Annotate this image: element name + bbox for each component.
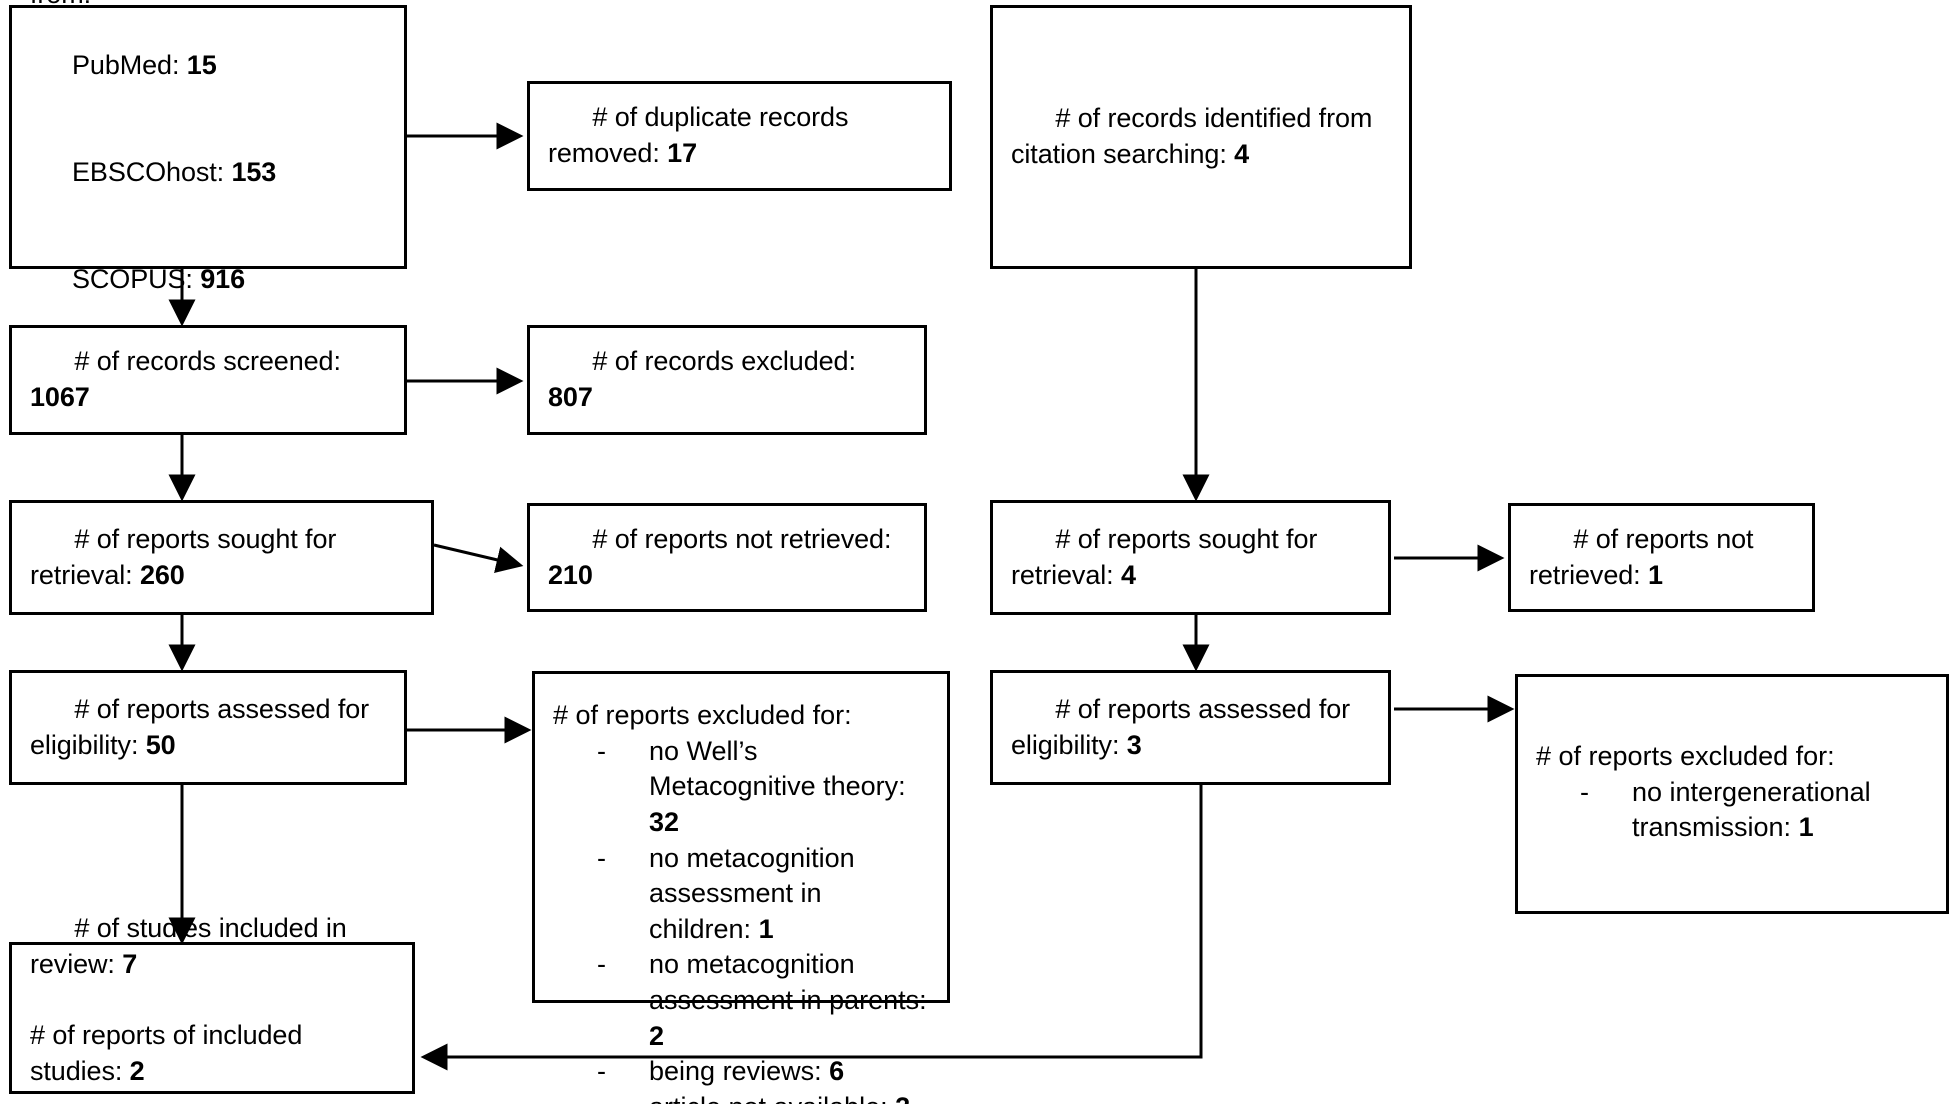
reports-assessed-db-text: # of reports assessed for eligibility: 5… — [12, 656, 404, 799]
records-screened-count: 1067 — [30, 382, 90, 412]
reports-assessed-db-label: # of reports assessed for eligibility: — [30, 693, 377, 760]
identification-citation-text: # of records identified from citation se… — [993, 66, 1409, 209]
reports-not-retrieved-citation-count: 1 — [1647, 559, 1663, 590]
node-reports-sought-db[interactable]: # of reports sought for retrieval: 260 — [9, 500, 434, 615]
reports-sought-db-label: # of reports sought for retrieval: — [30, 523, 344, 590]
included-studies-label: # of studies included in review: — [30, 913, 355, 979]
reports-excluded-citation-label: # of reports excluded for: — [1536, 741, 1835, 771]
reason-text: no intergenerational transmission: — [1632, 776, 1871, 843]
node-identification-citation[interactable]: # of records identified from citation se… — [990, 5, 1412, 269]
reason-count: 1 — [758, 913, 774, 944]
reason-bullet: - — [597, 735, 606, 766]
duplicates-removed-label: # of duplicate records removed: — [548, 102, 856, 168]
records-excluded-text: # of records excluded: 807 — [530, 309, 924, 452]
included-studies-count: 7 — [122, 948, 138, 979]
source-row-ebscohost: EBSCOhost: 153 — [30, 155, 386, 191]
reason-item: - no metacognition assessment in parents:… — [553, 947, 929, 1054]
reason-count: 2 — [895, 1092, 910, 1104]
node-reports-excluded-citation[interactable]: # of reports excluded for: - no intergene… — [1515, 674, 1949, 914]
reason-item: - no intergenerational transmission: 1 — [1536, 775, 1928, 846]
node-reports-assessed-db[interactable]: # of reports assessed for eligibility: 5… — [9, 670, 407, 785]
reports-sought-db-text: # of reports sought for retrieval: 260 — [12, 486, 431, 629]
source-count-ebscohost: 153 — [231, 156, 277, 187]
source-row-pubmed: PubMed: 15 — [30, 48, 386, 84]
reason-bullet: - — [597, 842, 606, 873]
reports-sought-citation-count: 4 — [1120, 559, 1136, 590]
records-excluded-count: 807 — [548, 382, 593, 412]
reason-item: - no metacognition assessment in children… — [553, 841, 929, 948]
records-excluded-label: # of records excluded: — [592, 346, 856, 377]
reason-count: 1 — [1798, 812, 1814, 843]
node-duplicates-removed[interactable]: # of duplicate records removed: 17 — [527, 81, 952, 191]
reports-assessed-citation-text: # of reports assessed for eligibility: 3 — [993, 656, 1388, 799]
reason-bullet: - — [597, 949, 606, 980]
reason-text: article not available: — [649, 1092, 888, 1104]
identification-databases-label: # of records identified from: — [30, 0, 338, 9]
reports-excluded-citation-reason-list: - no intergenerational transmission: 1 — [1518, 775, 1946, 846]
duplicates-removed-count: 17 — [667, 138, 697, 168]
node-reports-excluded-db[interactable]: # of reports excluded for: - no Well’s Me… — [532, 671, 950, 1104]
reports-sought-citation-label: # of reports sought for retrieval: — [1011, 523, 1325, 590]
node-reports-not-retrieved-db[interactable]: # of reports not retrieved: 210 — [527, 503, 927, 612]
reason-count: 2 — [649, 1020, 665, 1051]
source-name-ebscohost: EBSCOhost: — [72, 156, 225, 187]
reports-not-retrieved-db-count: 210 — [548, 559, 593, 590]
reason-text: no metacognition assessment in children: — [649, 842, 855, 944]
reports-not-retrieved-db-text: # of reports not retrieved: 210 — [530, 486, 924, 629]
node-reports-not-retrieved-citation[interactable]: # of reports not retrieved: 1 — [1508, 503, 1815, 612]
reason-bullet: - — [1580, 776, 1589, 807]
node-included-studies[interactable]: # of studies included in review: 7 # of … — [9, 913, 415, 1094]
reports-excluded-db-label: # of reports excluded for: — [553, 700, 852, 730]
node-reports-sought-citation[interactable]: # of reports sought for retrieval: 4 — [990, 500, 1391, 615]
records-screened-text: # of records screened: 1067 — [12, 309, 404, 452]
reason-item: - article not available: 2 — [553, 1090, 929, 1104]
source-name-pubmed: PubMed: — [72, 49, 180, 80]
reason-item: - no Well’s Metacognitive theory: 32 — [553, 734, 929, 841]
source-count-scopus: 916 — [200, 263, 245, 294]
reports-excluded-db-reason-list: - no Well’s Metacognitive theory: 32 - no … — [535, 734, 947, 1104]
reports-sought-citation-text: # of reports sought for retrieval: 4 — [993, 486, 1388, 629]
reports-not-retrieved-citation-label: # of reports not retrieved: — [1529, 523, 1761, 590]
reason-count: 6 — [829, 1056, 845, 1087]
included-studies-text: # of studies included in review: 7 # of … — [12, 876, 412, 1104]
reason-bullet: - — [597, 1090, 606, 1104]
duplicates-removed-text: # of duplicate records removed: 17 — [530, 65, 949, 208]
reports-assessed-citation-count: 3 — [1126, 729, 1142, 760]
source-count-pubmed: 15 — [186, 49, 217, 80]
identification-citation-label: # of records identified from citation se… — [1011, 103, 1380, 169]
included-reports-count: 2 — [129, 1055, 145, 1086]
reports-not-retrieved-db-label: # of reports not retrieved: — [592, 523, 892, 554]
node-records-excluded[interactable]: # of records excluded: 807 — [527, 325, 927, 435]
reason-text: no Well’s Metacognitive theory: — [649, 735, 906, 802]
reports-sought-db-count: 260 — [139, 559, 185, 590]
identification-databases-text: # of records identified from: PubMed: 15… — [12, 0, 404, 369]
node-identification-databases[interactable]: # of records identified from: PubMed: 15… — [9, 0, 407, 294]
included-reports-label: # of reports of included studies: — [30, 1020, 310, 1086]
reason-text: no metacognition assessment in parents: — [649, 949, 927, 1015]
reports-assessed-citation-label: # of reports assessed for eligibility: — [1011, 693, 1358, 760]
connector-sought-to-not-retrieved — [433, 543, 524, 573]
reports-not-retrieved-citation-text: # of reports not retrieved: 1 — [1511, 486, 1812, 629]
reason-item: - being reviews: 6 — [553, 1054, 929, 1090]
node-records-screened[interactable]: # of records screened: 1067 — [9, 325, 407, 435]
included-studies-row: # of studies included in review: 7 — [30, 913, 354, 979]
source-name-scopus: SCOPUS: — [72, 263, 193, 294]
reason-count: 32 — [649, 806, 680, 837]
identification-citation-count: 4 — [1234, 139, 1250, 169]
source-row-scopus: SCOPUS: 916 — [30, 262, 386, 298]
records-screened-label: # of records screened: — [74, 346, 341, 377]
reason-text: being reviews: — [649, 1056, 822, 1087]
node-reports-assessed-citation[interactable]: # of reports assessed for eligibility: 3 — [990, 670, 1391, 785]
included-reports-row: # of reports of included studies: 2 — [30, 1018, 394, 1089]
reports-assessed-db-count: 50 — [145, 729, 176, 760]
reason-bullet: - — [597, 1056, 606, 1087]
